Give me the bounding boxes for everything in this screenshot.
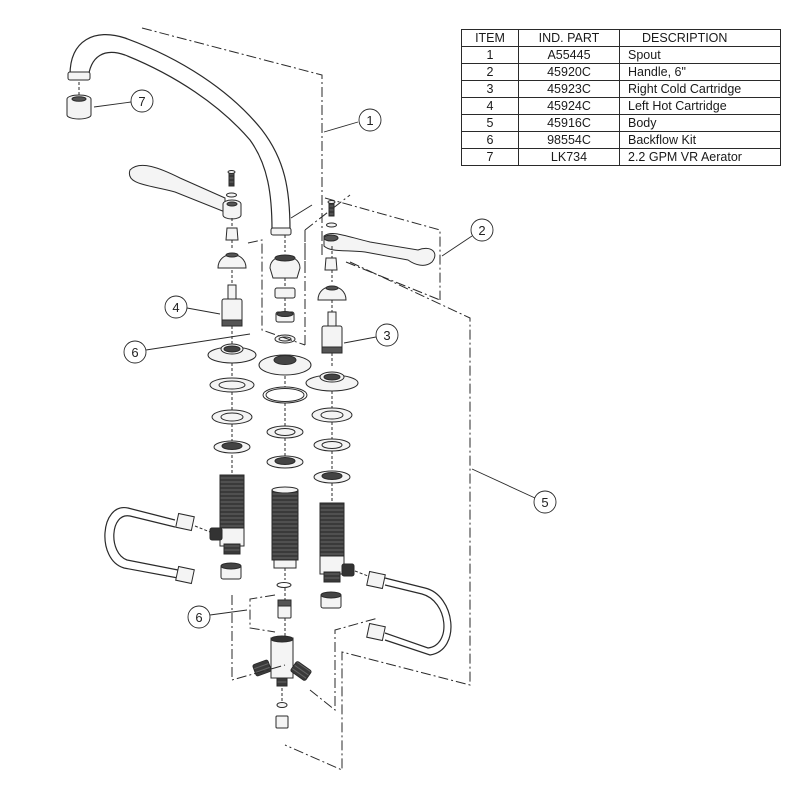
left-handle-assembly: [128, 165, 257, 580]
cell-part: 45923C: [518, 80, 620, 98]
cell-part: 45924C: [518, 97, 620, 115]
cell-description: 2.2 GPM VR Aerator: [619, 148, 781, 166]
right-handle-assembly: [305, 200, 436, 609]
spout-group-boundary: [141, 27, 323, 255]
cell-item: 1: [461, 46, 519, 64]
spout: [67, 34, 313, 236]
callout-5-label: 5: [541, 495, 548, 510]
callout-6-upper: 6: [123, 333, 251, 364]
cell-part: LK734: [518, 148, 620, 166]
callout-7-label: 7: [138, 94, 145, 109]
cell-description: Handle, 6": [619, 63, 781, 81]
callout-1-label: 1: [366, 113, 373, 128]
table-row: 4 45924C Left Hot Cartridge: [461, 97, 781, 115]
callout-3-label: 3: [383, 328, 390, 343]
cell-item: 7: [461, 148, 519, 166]
cell-part: A55445: [518, 46, 620, 64]
parts-table: ITEM IND. PART DESCRIPTION 1 A55445 Spou…: [461, 29, 781, 166]
callout-7: 7: [93, 89, 154, 113]
table-row: 1 A55445 Spout: [461, 46, 781, 64]
table-row: 5 45916C Body: [461, 114, 781, 132]
callout-1: 1: [323, 108, 382, 133]
callout-2-label: 2: [478, 223, 485, 238]
cell-item: 4: [461, 97, 519, 115]
backflow-kit-boundary-lower: [249, 594, 276, 633]
handle-group-boundary: [324, 197, 441, 301]
table-row: 7 LK734 2.2 GPM VR Aerator: [461, 148, 781, 166]
callout-3: 3: [343, 323, 399, 347]
cell-description: Right Cold Cartridge: [619, 80, 781, 98]
cell-description: Body: [619, 114, 781, 132]
parts-table-header: ITEM IND. PART DESCRIPTION: [461, 29, 781, 47]
callout-4-label: 4: [172, 300, 179, 315]
cell-description: Spout: [619, 46, 781, 64]
cell-item: 6: [461, 131, 519, 149]
cell-part: 45920C: [518, 63, 620, 81]
cell-item: 2: [461, 63, 519, 81]
header-part: IND. PART: [518, 29, 620, 47]
aerator: [66, 82, 92, 120]
header-description: DESCRIPTION: [619, 29, 781, 47]
header-item: ITEM: [461, 29, 519, 47]
center-assembly: [252, 235, 312, 729]
table-row: 2 45920C Handle, 6": [461, 63, 781, 81]
callout-5: 5: [471, 468, 557, 514]
cell-part: 45916C: [518, 114, 620, 132]
body-group-boundary: [231, 230, 471, 771]
table-row: 6 98554C Backflow Kit: [461, 131, 781, 149]
callout-2: 2: [441, 218, 494, 257]
cell-item: 3: [461, 80, 519, 98]
left-supply-hose: [104, 507, 211, 585]
right-supply-hose: [354, 570, 452, 656]
cell-description: Backflow Kit: [619, 131, 781, 149]
callout-4: 4: [164, 295, 221, 319]
table-row: 3 45923C Right Cold Cartridge: [461, 80, 781, 98]
callout-6-lower-label: 6: [195, 610, 202, 625]
callout-6-lower: 6: [187, 605, 248, 629]
cell-item: 5: [461, 114, 519, 132]
cell-description: Left Hot Cartridge: [619, 97, 781, 115]
cell-part: 98554C: [518, 131, 620, 149]
callout-6-upper-label: 6: [131, 345, 138, 360]
